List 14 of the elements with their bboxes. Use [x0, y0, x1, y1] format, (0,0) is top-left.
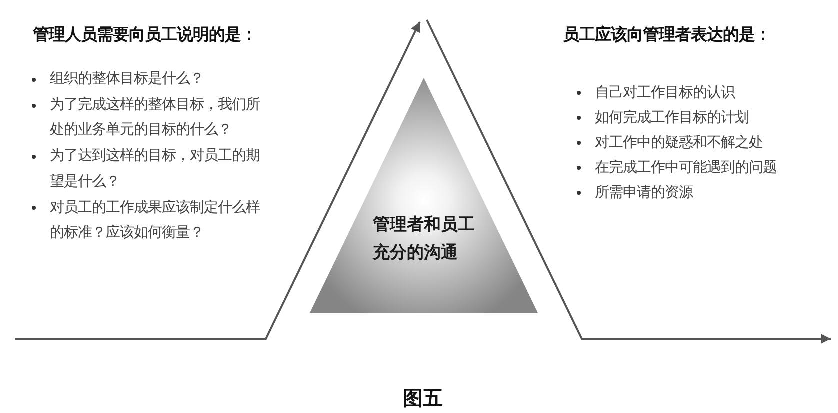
- list-item: 所需申请的资源: [595, 184, 694, 202]
- triangle-node: [310, 78, 538, 313]
- list-item: 如何完成工作目标的计划: [595, 108, 750, 128]
- list-item: 在完成工作中可能遇到的问题: [595, 158, 778, 178]
- list-item: 为了完成这样的整体目标，我们所处的业务单元的目标的什么？: [50, 96, 261, 140]
- section-heading: 员工应该向管理者表达的是：: [563, 25, 771, 45]
- section-heading: 管理人员需要向员工说明的是：: [33, 25, 257, 45]
- list-item: 为了达到这样的目标，对员工的期望是什么？: [50, 147, 261, 192]
- list-item: 对员工的工作成果应该制定什么样的标准？应该如何衡量？: [50, 198, 261, 244]
- list-item: 对工作中的疑惑和不解之处: [595, 134, 764, 152]
- list-item: 组织的整体目标是什么？: [50, 70, 205, 89]
- list-item: 自己对工作目标的认识: [595, 84, 736, 102]
- figure-caption: 图五: [403, 386, 443, 410]
- node-label: 管理者和员工充分的沟通: [373, 214, 476, 265]
